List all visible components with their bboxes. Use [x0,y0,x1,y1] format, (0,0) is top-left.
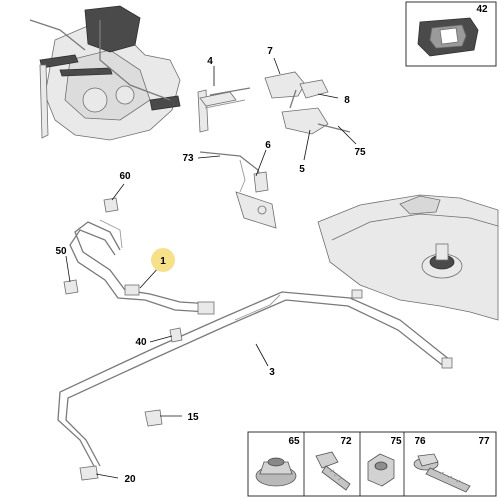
fuel-lines [57,219,453,469]
callout-3: 3 [269,367,275,378]
hex-nut-icon [367,453,395,487]
callout-73: 73 [182,153,194,164]
callout-8: 8 [344,95,350,106]
engine-block [29,5,181,141]
flange-nut-icon [255,457,297,487]
legend-item-77: 77 [478,436,490,447]
callout-75: 75 [354,147,366,158]
callout-20: 20 [124,474,136,485]
callout-1: 1 [160,256,166,267]
callout-4: 4 [207,56,213,67]
callout-leaders [65,57,357,479]
callout-60: 60 [119,171,131,182]
callout-50: 50 [55,246,67,257]
callout-7: 7 [267,46,273,57]
callout-15: 15 [187,412,199,423]
callout-5: 5 [299,164,305,175]
callout-40: 40 [135,337,147,348]
pressure-sensor-bracket [264,71,351,135]
callout-42: 42 [476,4,488,15]
fuel-tank [317,194,499,321]
wiring-harness [199,151,277,229]
injector-assembly [197,87,251,133]
callout-6: 6 [265,140,271,151]
flange-bolt-icon [413,453,471,493]
legend-item-76: 76 [414,436,426,447]
fastener-legend: 65 72 75 76 77 [247,431,497,497]
legend-item-65: 65 [288,436,300,447]
grommet-icon [417,17,479,57]
legend-item-75: 75 [390,436,402,447]
clips [63,197,183,481]
callout-1-highlight [151,248,175,272]
part-42-inset: 42 [405,1,497,67]
legend-item-72: 72 [340,436,352,447]
bolt-icon [315,451,351,491]
callout-numbers: 1 4 7 8 5 75 73 6 60 50 40 3 15 20 [55,46,366,485]
